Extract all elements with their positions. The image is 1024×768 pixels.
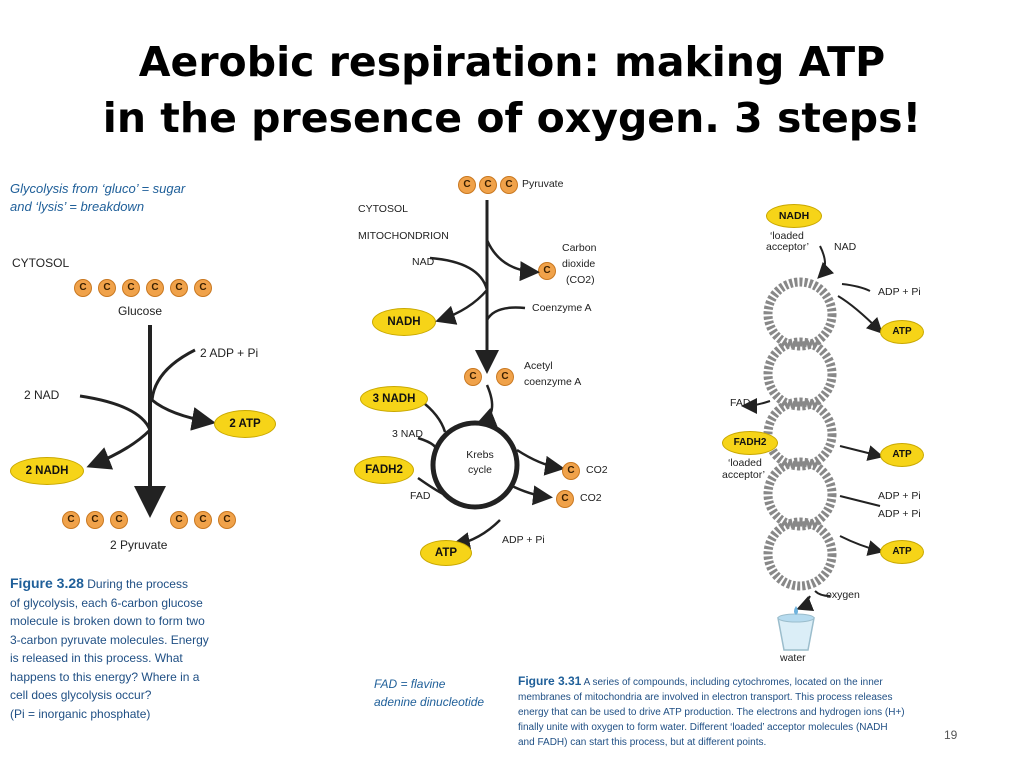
transport-adp3-label: ADP + Pi (878, 508, 921, 520)
caption-line: membranes of mitochondria are involved i… (518, 692, 893, 703)
pyruvate-carbon: C (170, 511, 188, 529)
figure-3-31-label: Figure 3.31 (518, 674, 582, 688)
transport-loaded1-line-2: acceptor’ (766, 241, 809, 253)
glucose-carbon: C (98, 279, 116, 297)
glycolysis-adp-label: 2 ADP + Pi (200, 346, 259, 360)
transport-nadh-badge: NADH (766, 204, 822, 228)
krebs-adp-label: ADP + Pi (502, 534, 545, 546)
krebs-nadh-badge: NADH (372, 308, 436, 336)
caption-line: finally unite with oxygen to form water.… (518, 722, 888, 733)
krebs-co2a-label: CO2 (586, 464, 608, 476)
slide-number: 19 (944, 728, 958, 742)
krebs-cytosol-label: CYTOSOL (358, 203, 408, 215)
glucose-carbon: C (74, 279, 92, 297)
krebs-fad-label: FAD (410, 490, 431, 502)
caption-line: cell does glycolysis occur? (10, 688, 152, 702)
caption-line: 3-carbon pyruvate molecules. Energy (10, 632, 209, 647)
figure-3-31-caption: Figure 3.31 A series of compounds, inclu… (518, 674, 905, 750)
transport-loaded1-line-1: ‘loaded (770, 230, 804, 242)
glycolysis-cytosol-label: CYTOSOL (12, 256, 70, 270)
caption-line: happens to this energy? Where in a (10, 669, 200, 684)
glucose-label: Glucose (118, 304, 163, 318)
title-line-1: Aerobic respiration: making ATP (138, 38, 886, 86)
caption-line: During the process (87, 577, 188, 591)
glucose-carbon: C (170, 279, 188, 297)
glycolysis-arrows (79, 325, 216, 518)
transport-atp3-badge: ATP (880, 540, 924, 564)
figure-3-28-caption: Figure 3.28 During the process of glycol… (10, 574, 209, 723)
transport-adp1-label: ADP + Pi (878, 286, 921, 298)
pyruvate-carbon: C (110, 511, 128, 529)
pyruvate-carbon: C (458, 176, 476, 194)
co2-carbon: C (562, 462, 580, 480)
glycolysis-note-line-2: and ‘lysis’ = breakdown (10, 199, 145, 214)
caption-line: and FADH) can start this process, but at… (518, 737, 767, 748)
krebs-fadh2-badge: FADH2 (354, 456, 414, 484)
transport-loaded2-line-2: acceptor’ (722, 469, 765, 481)
fad-note-line-1: FAD = flavine (374, 677, 446, 691)
krebs-mitochondrion-label: MITOCHONDRION (358, 230, 449, 242)
glycolysis-nad-label: 2 NAD (24, 388, 60, 402)
krebs-cycle-line-2: cycle (468, 464, 492, 476)
krebs-nad-label: NAD (412, 256, 435, 268)
krebs-co2b-label: CO2 (580, 492, 602, 504)
glycolysis-nadh-badge: 2 NADH (10, 457, 84, 485)
caption-line: molecule is broken down to form two (10, 614, 205, 628)
krebs-acetyl-line-2: coenzyme A (524, 376, 582, 388)
co2-carbon: C (556, 490, 574, 508)
acetyl-carbon: C (496, 368, 514, 386)
glycolysis-note-line-1: Glycolysis from ‘gluco’ = sugar (10, 181, 186, 196)
transport-oxygen-label: oxygen (826, 589, 860, 601)
krebs-coenzyme-label: Coenzyme A (532, 302, 592, 314)
transport-nad-label: NAD (834, 241, 857, 253)
transport-fad-label: FAD (730, 397, 751, 409)
figure-3-28-label: Figure 3.28 (10, 575, 84, 591)
transport-atp1-badge: ATP (880, 320, 924, 344)
glycolysis-atp-badge: 2 ATP (214, 410, 276, 438)
caption-line: (Pi = inorganic phosphate) (10, 706, 151, 721)
glucose-carbon: C (146, 279, 164, 297)
pyruvate-carbon: C (194, 511, 212, 529)
transport-atp2-badge: ATP (880, 443, 924, 467)
transport-water-label: water (780, 652, 806, 664)
pyruvate-carbon: C (218, 511, 236, 529)
krebs-co2-line-3: (CO2) (566, 274, 595, 286)
pyruvate-label: 2 Pyruvate (110, 538, 168, 552)
krebs-cycle-line-1: Krebs (466, 449, 494, 461)
pyruvate-carbon: C (500, 176, 518, 194)
krebs-3nadh-badge: 3 NADH (360, 386, 428, 412)
krebs-pyruvate-label: Pyruvate (522, 178, 564, 190)
caption-line: A series of compounds, including cytochr… (583, 677, 883, 688)
krebs-co2-line-2: dioxide (562, 258, 596, 270)
krebs-acetyl-line-1: Acetyl (524, 360, 553, 372)
glucose-carbon: C (194, 279, 212, 297)
caption-line: energy that can be used to drive ATP pro… (518, 707, 905, 718)
transport-loaded2-line-1: ‘loaded (728, 457, 762, 469)
transport-adp2-label: ADP + Pi (878, 490, 921, 502)
pyruvate-carbon: C (86, 511, 104, 529)
krebs-atp-badge: ATP (420, 540, 472, 566)
fad-note-line-2: adenine dinucleotide (374, 695, 485, 709)
caption-line: is released in this process. What (10, 651, 183, 665)
transport-fadh2-badge: FADH2 (722, 431, 778, 455)
krebs-3nad-label: 3 NAD (392, 428, 423, 440)
water-cup-icon (777, 606, 815, 651)
pyruvate-carbon: C (479, 176, 497, 194)
glucose-carbon: C (122, 279, 140, 297)
pyruvate-carbon: C (62, 511, 80, 529)
title-line-2: in the presence of oxygen. 3 steps! (102, 94, 922, 142)
krebs-co2-line-1: Carbon (562, 242, 597, 254)
caption-line: of glycolysis, each 6-carbon glucose (10, 595, 203, 610)
slide-title: Aerobic respiration: making ATP in the p… (0, 34, 1024, 146)
